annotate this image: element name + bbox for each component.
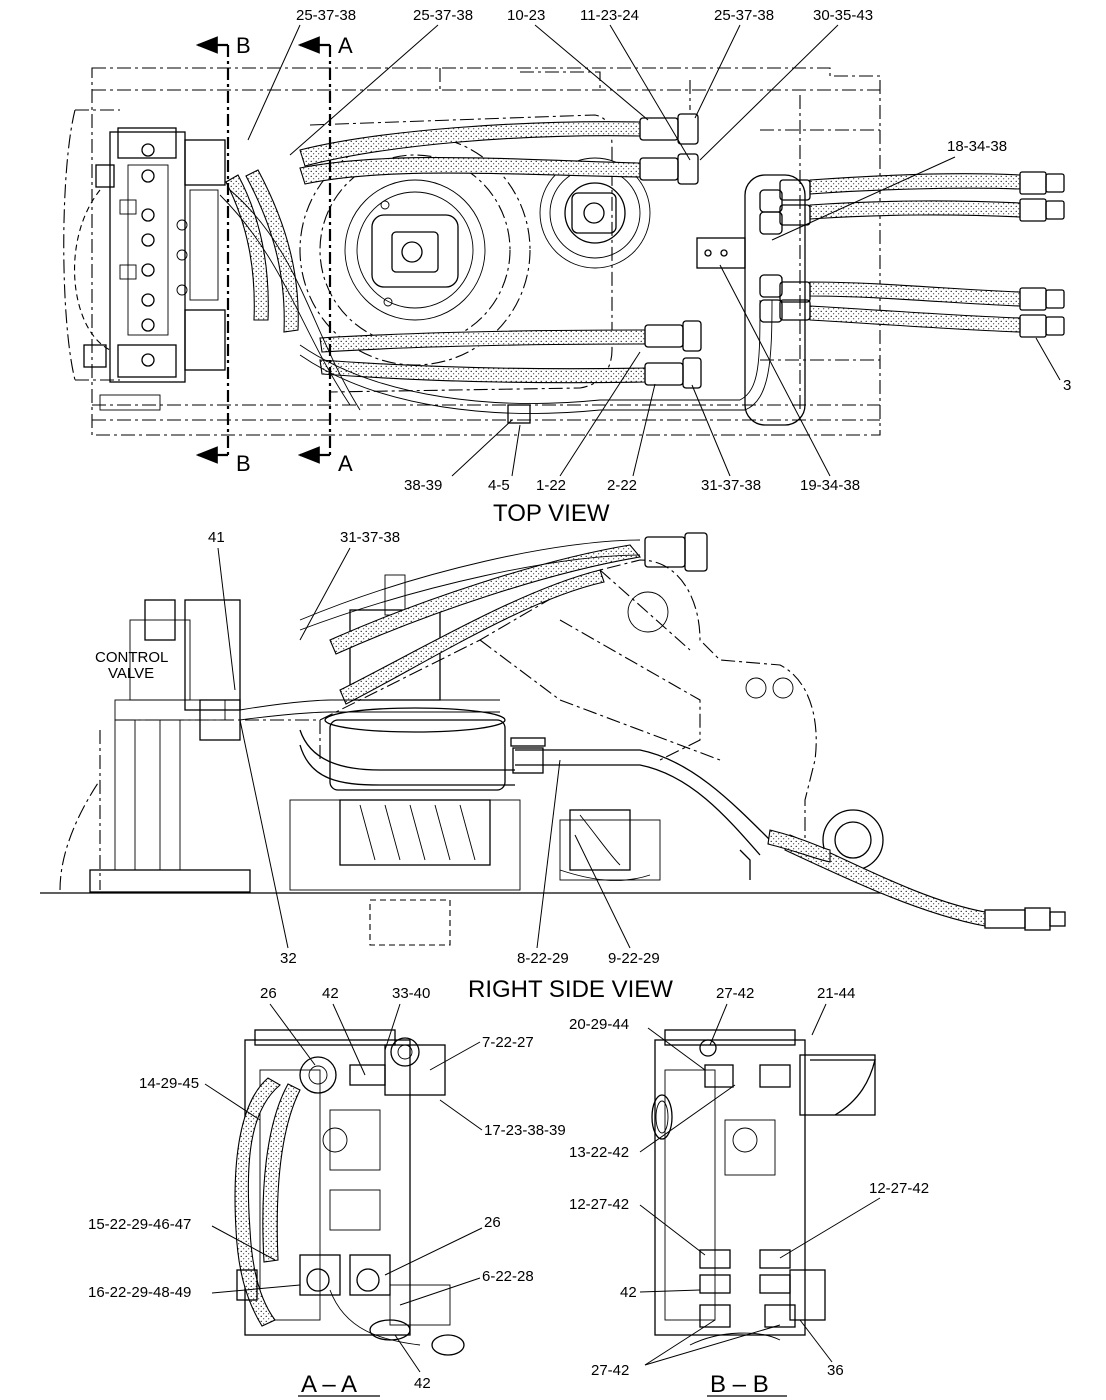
side-view-hoses bbox=[239, 532, 1066, 931]
callout-aa-17-23-38-39: 17-23-38-39 bbox=[484, 1122, 566, 1139]
callout-top-3: 10-23 bbox=[507, 7, 545, 24]
callout-bottom-3: 1-22 bbox=[536, 477, 566, 494]
callout-aa-42-bottom: 42 bbox=[414, 1375, 431, 1392]
callout-top-2: 25-37-38 bbox=[413, 7, 473, 24]
callout-aa-16-22-29-48-49: 16-22-29-48-49 bbox=[88, 1284, 191, 1301]
callout-aa-15-22-29-46-47: 15-22-29-46-47 bbox=[88, 1216, 191, 1233]
top-view-title: TOP VIEW bbox=[493, 500, 610, 527]
callout-bb-27-42-top: 27-42 bbox=[716, 985, 754, 1002]
section-a-a-title: A – A bbox=[301, 1371, 357, 1398]
top-view: B A B A 25-37-38 25-37-38 10-23 11-23-24… bbox=[63, 7, 1071, 527]
callout-side-32: 32 bbox=[280, 950, 297, 967]
callout-aa-7-22-27: 7-22-27 bbox=[482, 1034, 534, 1051]
side-view-callouts: 41 31-37-38 32 8-22-29 9-22-29 bbox=[208, 529, 660, 967]
top-view-callouts: 25-37-38 25-37-38 10-23 11-23-24 25-37-3… bbox=[247, 7, 1071, 494]
callout-bottom-5: 31-37-38 bbox=[701, 477, 761, 494]
section-mark-a-bottom: A bbox=[338, 451, 353, 476]
callout-right-lower: 3 bbox=[1063, 377, 1071, 394]
control-valve-top bbox=[83, 127, 226, 411]
callout-top-5: 25-37-38 bbox=[714, 7, 774, 24]
callout-bb-36: 36 bbox=[827, 1362, 844, 1379]
callout-bottom-4: 2-22 bbox=[607, 477, 637, 494]
callout-aa-26-top: 26 bbox=[260, 985, 277, 1002]
callout-aa-14-29-45: 14-29-45 bbox=[139, 1075, 199, 1092]
callout-top-4: 11-23-24 bbox=[580, 7, 639, 24]
callout-bb-21-44: 21-44 bbox=[817, 985, 855, 1002]
section-b-b: 27-42 21-44 20-29-44 13-22-42 12-27-42 1… bbox=[569, 985, 929, 1398]
callout-bottom-1: 38-39 bbox=[404, 477, 442, 494]
callout-bb-20-29-44: 20-29-44 bbox=[569, 1016, 629, 1033]
control-valve-side: CONTROL VALVE bbox=[95, 599, 241, 741]
callout-bottom-6: 19-34-38 bbox=[800, 477, 860, 494]
section-b-b-callouts: 27-42 21-44 20-29-44 13-22-42 12-27-42 1… bbox=[569, 985, 929, 1379]
callout-side-8-22-29: 8-22-29 bbox=[517, 950, 569, 967]
right-side-view: CONTROL VALVE 41 bbox=[40, 529, 1066, 1003]
callout-aa-6-22-28: 6-22-28 bbox=[482, 1268, 534, 1285]
section-a-a-callouts: 26 42 33-40 7-22-27 14-29-45 17-23-38-39… bbox=[88, 985, 566, 1392]
section-b-b-title: B – B bbox=[710, 1371, 769, 1398]
callout-bb-13-22-42: 13-22-42 bbox=[569, 1144, 629, 1161]
callout-aa-42-top: 42 bbox=[322, 985, 339, 1002]
control-valve-label-line1: CONTROL bbox=[95, 649, 168, 666]
callout-side-31-37-38: 31-37-38 bbox=[340, 529, 400, 546]
callout-side-9-22-29: 9-22-29 bbox=[608, 950, 660, 967]
callout-bb-27-42-bottom: 27-42 bbox=[591, 1362, 629, 1379]
callout-aa-26-bottom: 26 bbox=[484, 1214, 501, 1231]
callout-bb-42: 42 bbox=[620, 1284, 637, 1301]
section-cut-lines: B A B A bbox=[195, 33, 353, 476]
section-mark-a-top: A bbox=[338, 33, 353, 58]
callout-bb-12-27-42-left: 12-27-42 bbox=[569, 1196, 629, 1213]
callout-top-6: 30-35-43 bbox=[813, 7, 873, 24]
callout-bb-12-27-42-right: 12-27-42 bbox=[869, 1180, 929, 1197]
right-side-view-title: RIGHT SIDE VIEW bbox=[468, 976, 673, 1003]
callout-aa-33-40: 33-40 bbox=[392, 985, 430, 1002]
callout-bottom-2: 4-5 bbox=[488, 477, 510, 494]
callout-top-1: 25-37-38 bbox=[296, 7, 356, 24]
section-a-a: 26 42 33-40 7-22-27 14-29-45 17-23-38-39… bbox=[88, 985, 566, 1398]
section-mark-b-top: B bbox=[236, 33, 251, 58]
control-valve-label-line2: VALVE bbox=[108, 665, 154, 682]
callout-side-41: 41 bbox=[208, 529, 225, 546]
top-view-hoses bbox=[219, 113, 1065, 426]
section-mark-b-bottom: B bbox=[236, 451, 251, 476]
callout-right-upper: 18-34-38 bbox=[947, 138, 1007, 155]
